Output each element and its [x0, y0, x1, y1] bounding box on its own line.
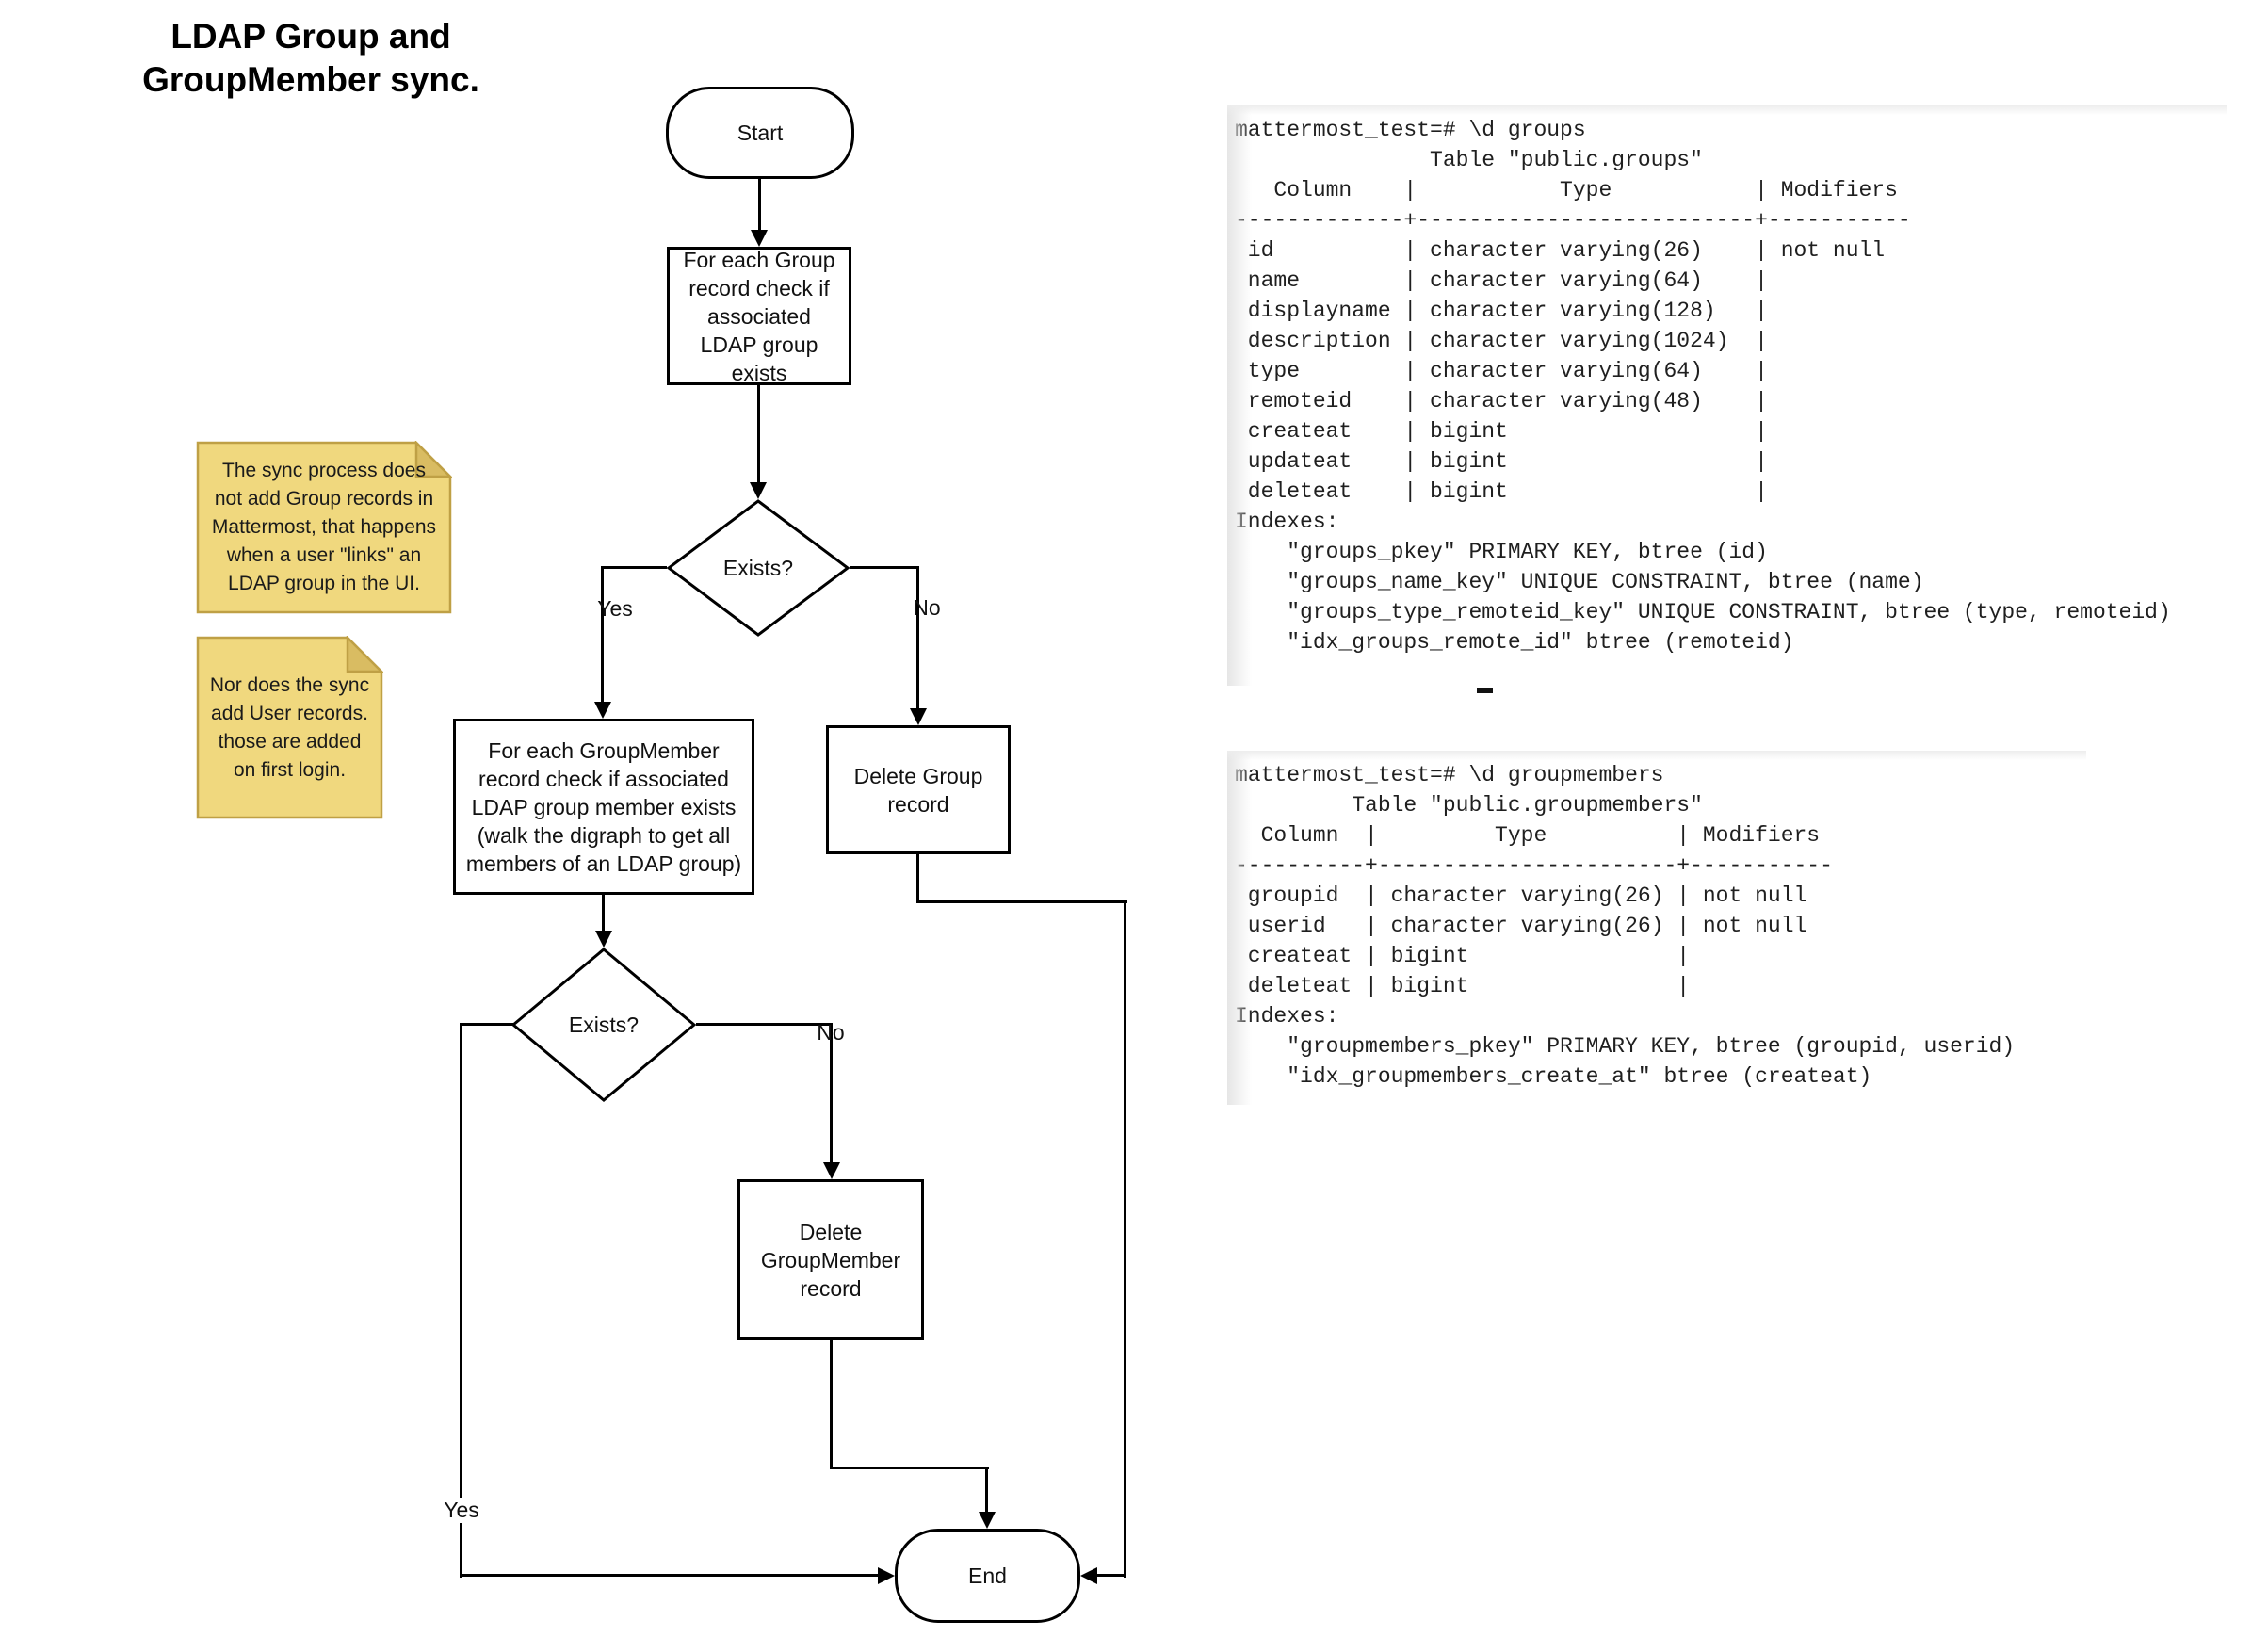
edge-label-no-1: No [913, 595, 941, 620]
connector-segment [603, 566, 667, 569]
sticky-note-text-content: The sync process does not add Group reco… [211, 460, 437, 594]
decision-groupmember-exists-label: Exists? [568, 1012, 640, 1037]
process-delete-groupmember: Delete GroupMember record [737, 1179, 924, 1340]
arrowhead [979, 1512, 996, 1529]
edge-label-no-2: No [817, 1020, 845, 1045]
arrowhead [750, 482, 767, 499]
psql-output-groups-text: mattermost_test=# \d groups Table "publi… [1235, 118, 2171, 655]
process-group-check: For each Group record check if associate… [667, 247, 851, 385]
connector-segment [758, 179, 761, 232]
sticky-note-shape [196, 441, 452, 614]
decision-groupmember-exists: Exists? [510, 948, 697, 1102]
connector-segment [985, 1467, 988, 1512]
connector-segment [696, 1023, 832, 1026]
sticky-note-text-content: Nor does the sync add User records. thos… [209, 673, 370, 781]
sticky-note-user-sync: Nor does the sync add User records. thos… [196, 636, 383, 819]
connector-segment [757, 385, 760, 482]
sticky-note-text: The sync process does not add Group reco… [196, 441, 452, 614]
connector-segment [602, 895, 605, 931]
connector-segment [1097, 1574, 1126, 1577]
process-group-check-label: For each Group record check if associate… [683, 247, 835, 385]
arrowhead [910, 708, 927, 725]
connector-segment [462, 1023, 513, 1026]
edge-label-yes-2: Yes [424, 1498, 499, 1523]
end-node-label: End [968, 1564, 1007, 1588]
connector-segment [830, 1467, 989, 1469]
process-groupmember-check-label: For each GroupMember record check if ass… [465, 737, 742, 876]
end-node: End [895, 1529, 1080, 1623]
arrowhead [1080, 1567, 1097, 1584]
arrowhead [595, 931, 612, 948]
arrowhead [823, 1162, 840, 1179]
psql-output-groupmembers-text: mattermost_test=# \d groupmembers Table … [1235, 763, 2016, 1089]
connector-segment [460, 1574, 878, 1577]
start-node: Start [666, 87, 854, 179]
diagram-title: LDAP Group and GroupMember sync. [142, 17, 479, 99]
connector-segment [916, 854, 919, 902]
cursor-dash [1477, 688, 1493, 693]
diamond-shape [510, 948, 697, 1102]
connector-segment [601, 566, 604, 702]
sticky-note-shape [196, 636, 383, 819]
psql-output-groupmembers: mattermost_test=# \d groupmembers Table … [1227, 751, 2086, 1105]
process-delete-groupmember-label: Delete GroupMember record [760, 1219, 901, 1301]
connector-segment [1124, 900, 1126, 1578]
psql-output-groups: mattermost_test=# \d groups Table "publi… [1227, 105, 2228, 686]
process-delete-group: Delete Group record [826, 725, 1011, 854]
decision-group-exists: Exists? [666, 499, 850, 637]
process-groupmember-check: For each GroupMember record check if ass… [453, 719, 754, 895]
sticky-note-group-sync: The sync process does not add Group reco… [196, 441, 452, 614]
connector-segment [460, 1023, 462, 1578]
arrowhead [751, 230, 768, 247]
connector-segment [830, 1023, 833, 1162]
decision-group-exists-label: Exists? [722, 555, 794, 580]
diamond-shape [666, 499, 850, 637]
sticky-note-text: Nor does the sync add User records. thos… [196, 636, 383, 819]
edge-label-yes-1: Yes [597, 596, 633, 621]
connector-segment [830, 1340, 833, 1469]
connector-segment [916, 900, 1127, 903]
arrowhead [878, 1567, 895, 1584]
start-node-label: Start [737, 121, 784, 145]
connector-segment [916, 566, 919, 708]
process-delete-group-label: Delete Group record [853, 763, 983, 817]
arrowhead [594, 702, 611, 719]
connector-segment [850, 566, 917, 569]
